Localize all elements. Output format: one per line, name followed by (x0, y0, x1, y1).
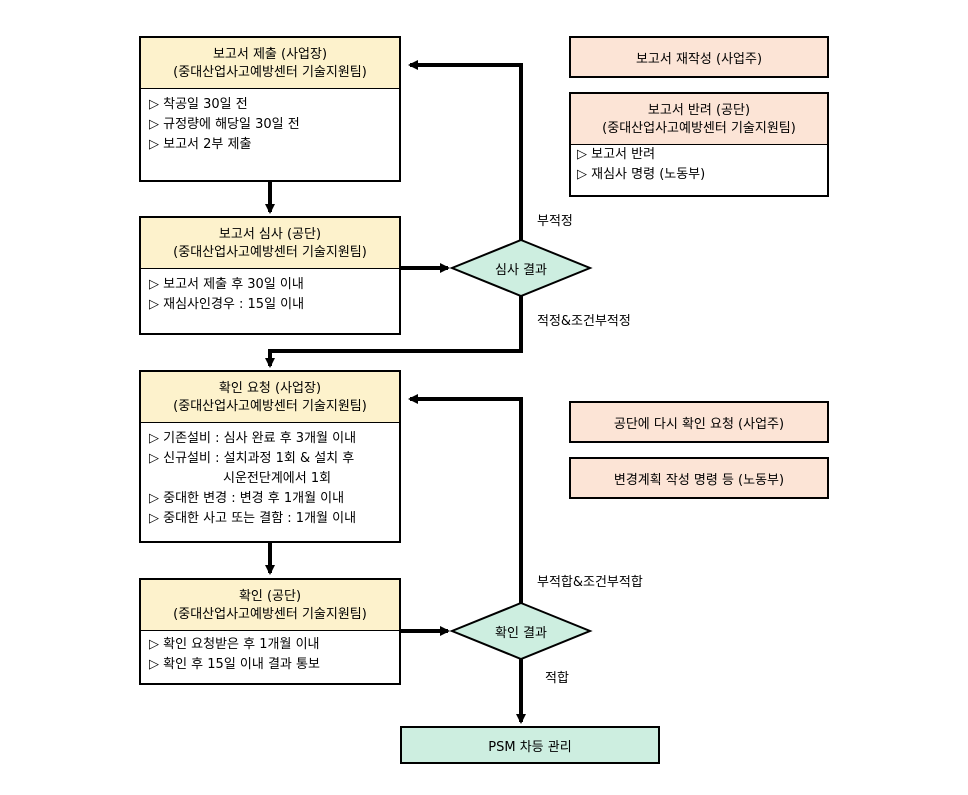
confirm-header: 확인 (공단) (중대산업사고예방센터 기술지원팀) (141, 580, 399, 631)
list-item: ▷ 재심사인경우 : 15일 이내 (149, 297, 305, 312)
list-item: ▷ 중대한 사고 또는 결함 : 1개월 이내 (149, 511, 357, 526)
change-order-box: 변경계획 작성 명령 등 (노동부) (569, 457, 829, 499)
list-item: ▷ 확인 요청받은 후 1개월 이내 (149, 637, 320, 652)
list-item: ▷ 신규설비 : 설치과정 1회 & 설치 후 (149, 451, 355, 466)
list-item: ▷ 기존설비 : 심사 완료 후 3개월 이내 (149, 431, 357, 446)
confirm-title: 확인 (공단) (238, 589, 302, 604)
decision-review-label: 심사 결과 (495, 263, 547, 278)
psm-management-box: PSM 차등 관리 (400, 726, 660, 764)
edge-label-nonconform: 부적합&조건부적합 (537, 575, 643, 590)
list-item: ▷ 재심사 명령 (노동부) (577, 167, 706, 182)
confirm-request-header: 확인 요청 (사업장) (중대산업사고예방센터 기술지원팀) (141, 372, 399, 423)
change-order-label: 변경계획 작성 명령 등 (노동부) (613, 472, 785, 488)
reconfirm-request-label: 공단에 다시 확인 요청 (사업주) (613, 416, 785, 432)
confirm-request-box: 확인 요청 (사업장) (중대산업사고예방센터 기술지원팀) ▷ 기존설비 : … (139, 370, 401, 543)
confirm-subtitle: (중대산업사고예방센터 기술지원팀) (173, 607, 367, 622)
decision-review-diamond (449, 238, 593, 298)
submit-report-title: 보고서 제출 (사업장) (212, 47, 328, 62)
list-item: ▷ 보고서 2부 제출 (149, 137, 252, 152)
list-item: ▷ 보고서 반려 (577, 147, 656, 162)
list-item: ▷ 확인 후 15일 이내 결과 통보 (149, 657, 320, 672)
decision-confirm-diamond (449, 601, 593, 661)
confirm-request-title: 확인 요청 (사업장) (218, 381, 322, 396)
list-item: ▷ 규정량에 해당일 30일 전 (149, 117, 300, 132)
list-item: ▷ 중대한 변경 : 변경 후 1개월 이내 (149, 491, 345, 506)
list-item: ▷ 보고서 제출 후 30일 이내 (149, 277, 304, 292)
edge-label-conform: 적합 (545, 671, 569, 686)
return-report-body: ▷ 보고서 반려 ▷ 재심사 명령 (노동부) (571, 145, 827, 191)
arrow-nonconform-back-to-request (408, 394, 523, 603)
arrow-unfit-back-to-submit (408, 60, 523, 240)
rewrite-report-label: 보고서 재작성 (사업주) (635, 51, 763, 67)
review-report-body: ▷ 보고서 제출 후 30일 이내 ▷ 재심사인경우 : 15일 이내 (141, 269, 399, 321)
review-report-subtitle: (중대산업사고예방센터 기술지원팀) (173, 245, 367, 260)
list-item-continuation: 시운전단계에서 1회 (223, 471, 332, 486)
rewrite-report-box: 보고서 재작성 (사업주) (569, 36, 829, 78)
review-report-header: 보고서 심사 (공단) (중대산업사고예방센터 기술지원팀) (141, 218, 399, 269)
confirm-box: 확인 (공단) (중대산업사고예방센터 기술지원팀) ▷ 확인 요청받은 후 1… (139, 578, 401, 685)
return-report-subtitle: (중대산업사고예방센터 기술지원팀) (602, 121, 796, 136)
submit-report-header: 보고서 제출 (사업장) (중대산업사고예방센터 기술지원팀) (141, 38, 399, 89)
edge-label-unfit: 부적정 (537, 214, 573, 229)
confirm-body: ▷ 확인 요청받은 후 1개월 이내 ▷ 확인 후 15일 이내 결과 통보 (141, 631, 399, 681)
return-report-title: 보고서 반려 (공단) (647, 103, 751, 118)
list-item: ▷ 착공일 30일 전 (149, 97, 248, 112)
submit-report-box: 보고서 제출 (사업장) (중대산업사고예방센터 기술지원팀) ▷ 착공일 30… (139, 36, 401, 182)
reconfirm-request-box: 공단에 다시 확인 요청 (사업주) (569, 401, 829, 443)
arrow-fit-to-confirm-request (265, 296, 523, 368)
return-report-header: 보고서 반려 (공단) (중대산업사고예방센터 기술지원팀) (571, 94, 827, 145)
submit-report-body: ▷ 착공일 30일 전 ▷ 규정량에 해당일 30일 전 ▷ 보고서 2부 제출 (141, 89, 399, 161)
review-report-box: 보고서 심사 (공단) (중대산업사고예방센터 기술지원팀) ▷ 보고서 제출 … (139, 216, 401, 335)
return-report-box: 보고서 반려 (공단) (중대산업사고예방센터 기술지원팀) ▷ 보고서 반려 … (569, 92, 829, 197)
edge-label-fit-conditional: 적정&조건부적정 (537, 314, 631, 329)
submit-report-subtitle: (중대산업사고예방센터 기술지원팀) (173, 65, 367, 80)
review-report-title: 보고서 심사 (공단) (218, 227, 322, 242)
confirm-request-subtitle: (중대산업사고예방센터 기술지원팀) (173, 399, 367, 414)
decision-confirm-label: 확인 결과 (495, 626, 547, 641)
confirm-request-body: ▷ 기존설비 : 심사 완료 후 3개월 이내 ▷ 신규설비 : 설치과정 1회… (141, 423, 399, 535)
psm-management-label: PSM 차등 관리 (488, 739, 572, 755)
